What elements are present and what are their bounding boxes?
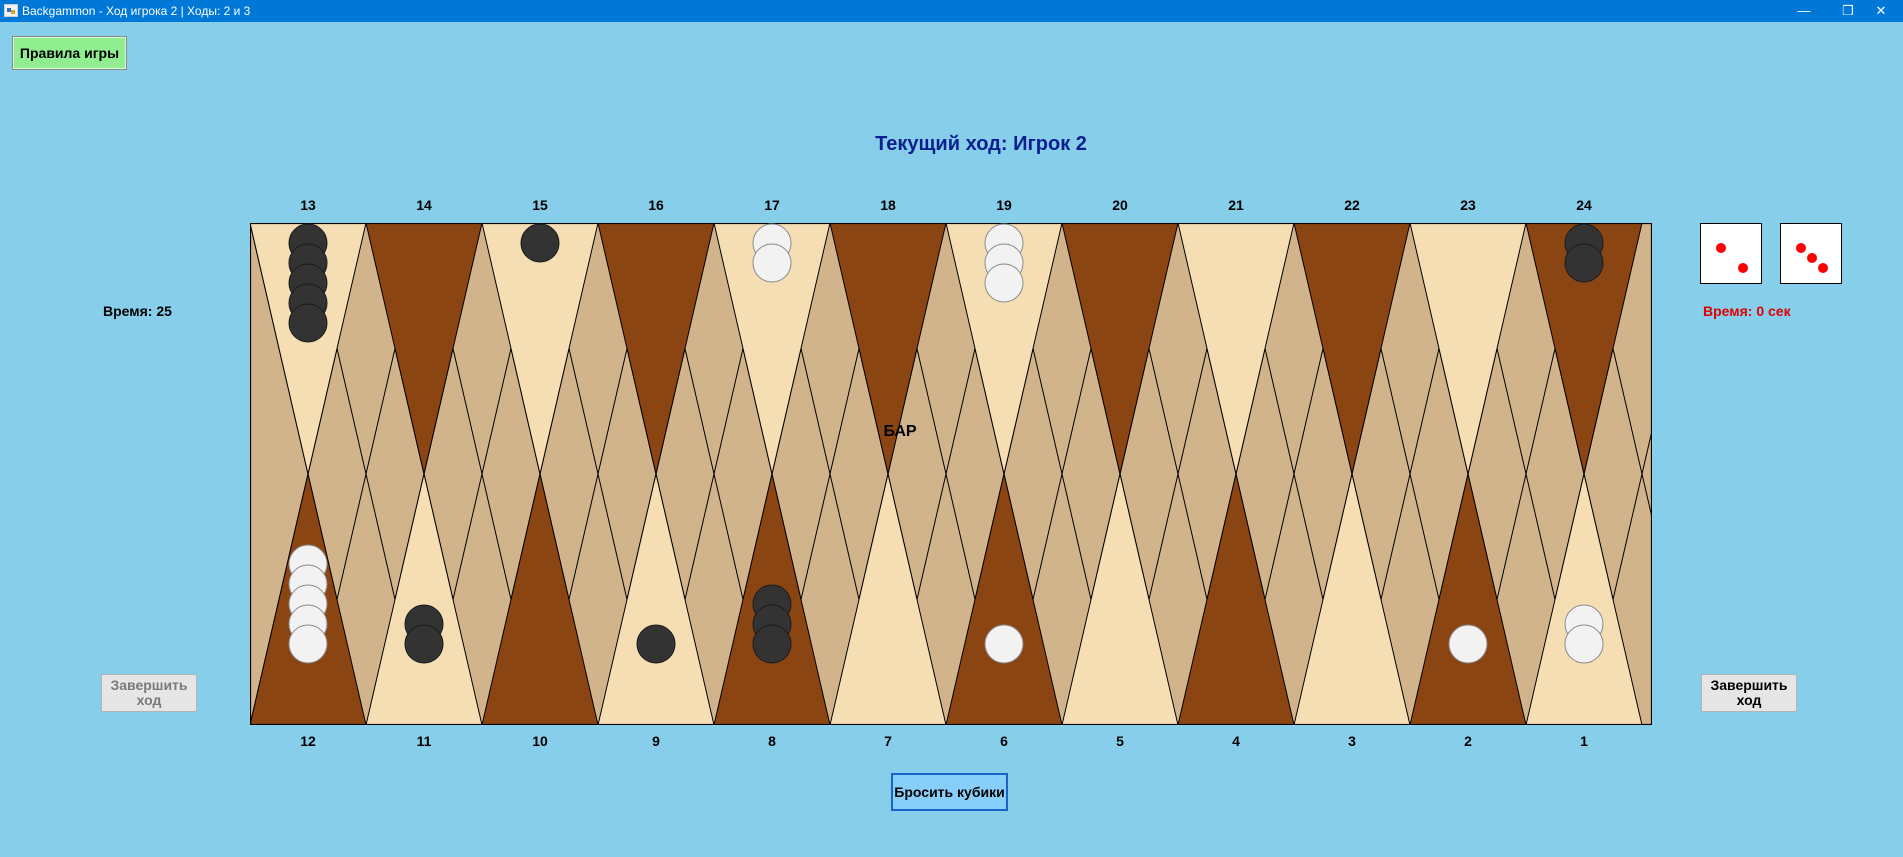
point-number-12: 12 <box>300 733 316 749</box>
player2-timer: Время: 0 сек <box>1703 303 1791 319</box>
point-4 <box>1177 473 1295 725</box>
checker-white <box>984 624 1024 664</box>
point-number-16: 16 <box>648 197 664 213</box>
point-14 <box>365 223 483 475</box>
point-number-9: 9 <box>652 733 660 749</box>
point-15 <box>481 223 599 475</box>
point-number-14: 14 <box>416 197 432 213</box>
checker-white <box>288 624 328 664</box>
point-number-17: 17 <box>764 197 780 213</box>
point-18 <box>829 223 947 475</box>
end-turn-button-player1[interactable]: Завершить ход <box>101 674 197 712</box>
point-number-8: 8 <box>768 733 776 749</box>
end-turn-button-player2[interactable]: Завершить ход <box>1701 674 1797 712</box>
point-number-1: 1 <box>1580 733 1588 749</box>
die-pip <box>1716 243 1726 253</box>
checker-black <box>636 624 676 664</box>
player1-timer: Время: 25 <box>103 303 172 319</box>
board-border <box>250 223 1652 725</box>
point-20 <box>1061 223 1179 475</box>
minimize-button[interactable]: — <box>1797 3 1811 18</box>
point-number-24: 24 <box>1576 197 1592 213</box>
bar-label: БАР <box>883 423 916 440</box>
die-1 <box>1700 223 1762 284</box>
die-pip <box>1796 243 1806 253</box>
checker-white <box>1448 624 1488 664</box>
point-number-3: 3 <box>1348 733 1356 749</box>
point-number-22: 22 <box>1344 197 1360 213</box>
point-number-23: 23 <box>1460 197 1476 213</box>
die-pip <box>1818 263 1828 273</box>
roll-dice-button[interactable]: Бросить кубики <box>891 773 1008 811</box>
point-number-10: 10 <box>532 733 548 749</box>
point-22 <box>1293 223 1411 475</box>
point-19 <box>945 223 1063 475</box>
rules-button[interactable]: Правила игры <box>12 36 127 70</box>
point-number-5: 5 <box>1116 733 1124 749</box>
point-number-4: 4 <box>1232 733 1240 749</box>
point-5 <box>1061 473 1179 725</box>
die-pip <box>1738 263 1748 273</box>
point-10 <box>481 473 599 725</box>
point-number-2: 2 <box>1464 733 1472 749</box>
point-number-11: 11 <box>416 733 432 749</box>
point-number-18: 18 <box>880 197 896 213</box>
checker-black <box>520 223 560 263</box>
close-button[interactable]: ✕ <box>1875 3 1887 18</box>
point-2 <box>1409 473 1527 725</box>
point-24 <box>1525 223 1643 475</box>
point-17 <box>713 223 831 475</box>
title-bar: Backgammon - Ход игрока 2 | Ходы: 2 и 3 … <box>0 0 1903 22</box>
point-13 <box>250 223 367 475</box>
app-icon <box>4 4 18 17</box>
point-16 <box>597 223 715 475</box>
checker-white <box>1564 624 1604 664</box>
point-number-13: 13 <box>300 197 316 213</box>
restore-button[interactable]: ❐ <box>1842 3 1854 18</box>
checker-white <box>752 243 792 283</box>
point-9 <box>597 473 715 725</box>
checker-black <box>1564 243 1604 283</box>
point-number-15: 15 <box>532 197 548 213</box>
point-23 <box>1409 223 1527 475</box>
point-number-20: 20 <box>1112 197 1128 213</box>
point-number-21: 21 <box>1228 197 1244 213</box>
current-turn-label: Текущий ход: Игрок 2 <box>875 133 1087 155</box>
checker-black <box>752 624 792 664</box>
checker-white <box>984 263 1024 303</box>
point-6 <box>945 473 1063 725</box>
point-11 <box>365 473 483 725</box>
point-number-7: 7 <box>884 733 892 749</box>
checker-black <box>404 624 444 664</box>
point-number-19: 19 <box>996 197 1012 213</box>
backgammon-board[interactable]: БАР <box>250 223 1652 725</box>
point-number-6: 6 <box>1000 733 1008 749</box>
point-3 <box>1293 473 1411 725</box>
window-title: Backgammon - Ход игрока 2 | Ходы: 2 и 3 <box>22 4 251 18</box>
point-1 <box>1525 473 1643 725</box>
checker-black <box>288 303 328 343</box>
point-21 <box>1177 223 1295 475</box>
die-2 <box>1780 223 1842 284</box>
die-pip <box>1807 253 1817 263</box>
point-7 <box>829 473 947 725</box>
